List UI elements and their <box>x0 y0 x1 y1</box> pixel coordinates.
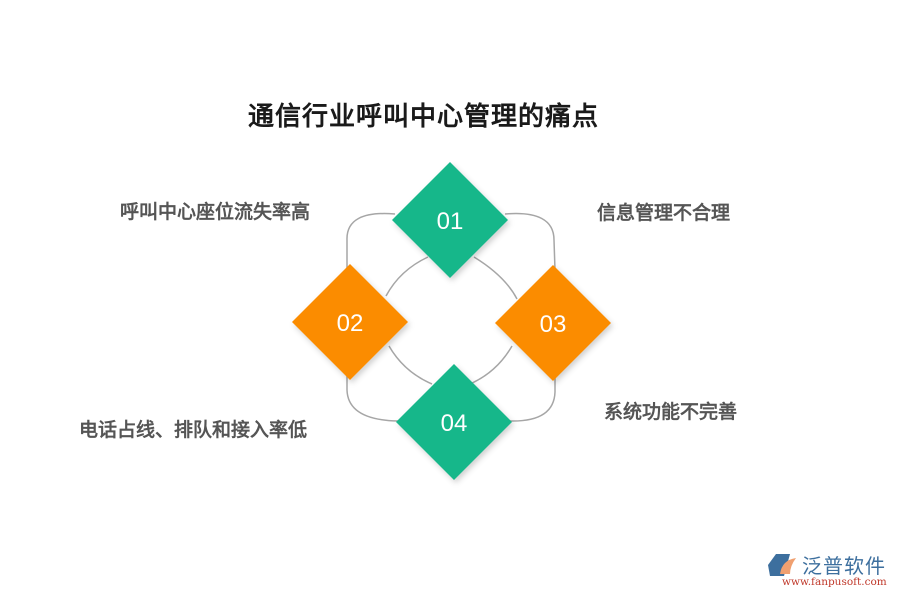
brand-logo: 泛普软件 www.fanpusoft.com <box>768 552 898 596</box>
label-03: 信息管理不合理 <box>597 202 731 224</box>
page-title: 通信行业呼叫中心管理的痛点 <box>248 102 600 132</box>
diamond-01-number: 01 <box>437 208 464 235</box>
diamond-04 <box>396 364 512 480</box>
logo-name: 泛普软件 <box>802 554 886 578</box>
diamond-02 <box>292 264 408 380</box>
diamond-03-number: 03 <box>540 311 567 338</box>
fanpu-logo-icon <box>768 554 796 576</box>
label-02: 电话占线、排队和接入率低 <box>79 419 308 441</box>
label-01: 呼叫中心座位流失率高 <box>120 201 311 223</box>
diamond-04-number: 04 <box>441 410 468 437</box>
diamond-02-number: 02 <box>337 310 364 337</box>
diamond-03 <box>495 265 611 381</box>
logo-url: www.fanpusoft.com <box>782 576 887 588</box>
connector-lines <box>346 212 556 422</box>
label-04: 系统功能不完善 <box>604 401 738 423</box>
diamond-01 <box>392 162 508 278</box>
